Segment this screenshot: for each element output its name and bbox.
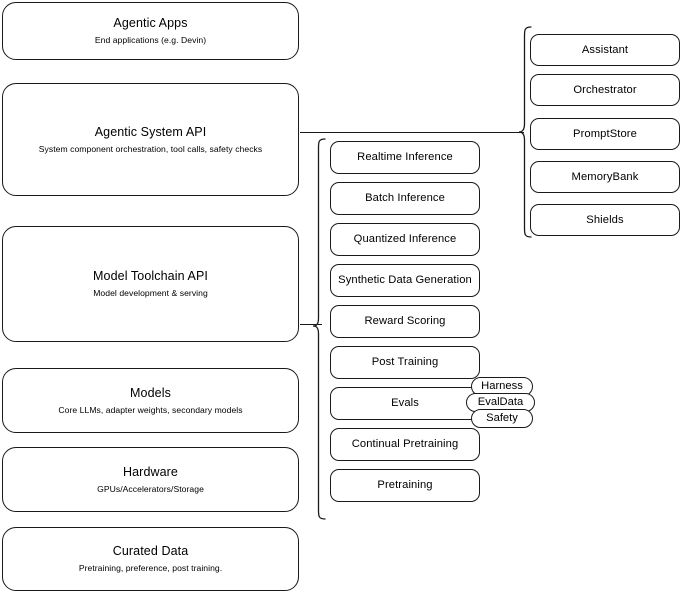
connector-toolchain-to-components (300, 324, 322, 326)
evals-pill-label: Safety (486, 411, 518, 424)
evals-pill-harness[interactable]: Harness (471, 377, 533, 396)
toolchain-box-post-training[interactable]: Post Training (330, 346, 480, 379)
system-label: Shields (586, 213, 624, 226)
system-box-assistant[interactable]: Assistant (530, 34, 680, 66)
toolchain-label: Pretraining (377, 479, 433, 491)
toolchain-label: Post Training (371, 356, 439, 368)
evals-pill-safety[interactable]: Safety (471, 409, 533, 428)
layer-box-agentic-apps[interactable]: Agentic Apps End applications (e.g. Devi… (2, 2, 299, 60)
layer-box-agentic-system-api[interactable]: Agentic System API System component orch… (2, 83, 299, 196)
toolchain-label: Synthetic Data Generation (338, 274, 472, 286)
layer-title: Model Toolchain API (93, 269, 208, 283)
layer-subtitle: Pretraining, preference, post training. (78, 563, 223, 573)
system-label: PromptStore (573, 127, 637, 140)
toolchain-box-synthetic-data-generation[interactable]: Synthetic Data Generation (330, 264, 480, 297)
system-box-shields[interactable]: Shields (530, 204, 680, 236)
system-box-orchestrator[interactable]: Orchestrator (530, 74, 680, 106)
layer-title: Curated Data (112, 544, 189, 558)
system-label: MemoryBank (571, 170, 639, 183)
toolchain-box-realtime-inference[interactable]: Realtime Inference (330, 141, 480, 174)
layer-subtitle: Core LLMs, adapter weights, secondary mo… (58, 404, 243, 415)
layer-subtitle: GPUs/Accelerators/Storage (97, 483, 204, 494)
toolchain-box-continual-pretraining[interactable]: Continual Pretraining (330, 428, 480, 461)
toolchain-box-pretraining[interactable]: Pretraining (330, 469, 480, 502)
layer-box-model-toolchain-api[interactable]: Model Toolchain API Model development & … (2, 226, 299, 342)
toolchain-label: Realtime Inference (357, 151, 453, 163)
system-box-promptstore[interactable]: PromptStore (530, 118, 680, 150)
toolchain-box-reward-scoring[interactable]: Reward Scoring (330, 305, 480, 338)
toolchain-label: Evals (391, 397, 419, 409)
system-label: Orchestrator (573, 83, 637, 96)
layer-subtitle: End applications (e.g. Devin) (94, 35, 207, 45)
toolchain-label: Reward Scoring (364, 315, 446, 327)
layer-title: Hardware (123, 464, 178, 479)
layer-title: Models (130, 385, 171, 400)
layer-title: Agentic System API (94, 124, 207, 139)
layer-subtitle: System component orchestration, tool cal… (38, 143, 263, 154)
brace-toolchain-components (312, 138, 326, 520)
toolchain-label: Quantized Inference (353, 233, 457, 245)
system-box-memorybank[interactable]: MemoryBank (530, 161, 680, 193)
layer-box-models[interactable]: Models Core LLMs, adapter weights, secon… (2, 368, 299, 433)
layer-subtitle: Model development & serving (93, 288, 208, 298)
evals-pill-label: Harness (481, 379, 523, 392)
layer-box-curated-data[interactable]: Curated Data Pretraining, preference, po… (2, 527, 299, 591)
layer-box-hardware[interactable]: Hardware GPUs/Accelerators/Storage (2, 447, 299, 512)
toolchain-box-quantized-inference[interactable]: Quantized Inference (330, 223, 480, 256)
toolchain-box-evals[interactable]: Evals (330, 387, 480, 420)
layer-title: Agentic Apps (113, 16, 188, 30)
brace-system-components (518, 26, 532, 238)
toolchain-box-batch-inference[interactable]: Batch Inference (330, 182, 480, 215)
toolchain-label: Batch Inference (365, 192, 445, 204)
system-label: Assistant (581, 43, 629, 56)
toolchain-label: Continual Pretraining (351, 438, 459, 450)
connector-system-api-to-components (300, 132, 524, 134)
evals-pill-label: EvalData (477, 395, 524, 408)
